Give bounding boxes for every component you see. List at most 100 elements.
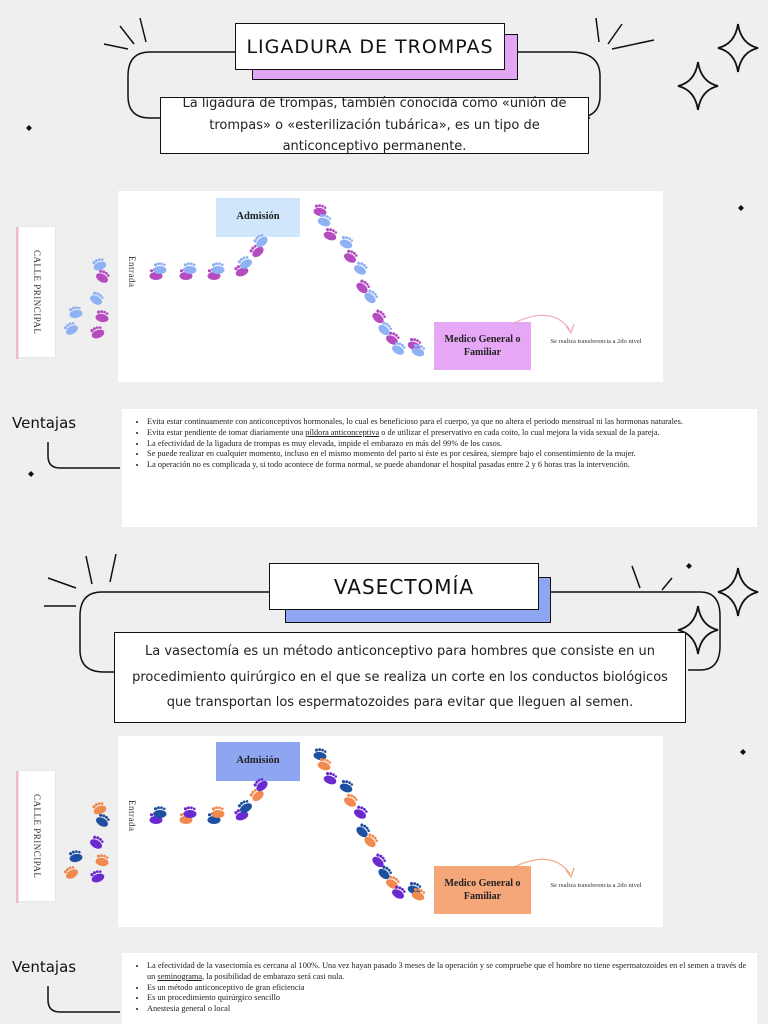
footprint-icon — [69, 850, 83, 863]
footprint-icon — [317, 757, 332, 771]
footprint-icon — [69, 306, 83, 319]
advantage-item: La efectividad de la vasectomía es cerca… — [147, 961, 749, 983]
footprint-icon — [92, 802, 107, 815]
main-street-label: CALLE PRINCIPAL — [32, 793, 42, 879]
entrance-label-text: Entrada — [127, 800, 137, 832]
advantage-item: Evita estar pendiente de tomar diariamen… — [147, 428, 749, 439]
advantage-text: Evita estar pendiente de tomar diariamen… — [147, 427, 306, 437]
footprint-icon — [253, 233, 268, 248]
transfer-note: Se realiza transferencia a 2do nivel — [550, 882, 642, 890]
route-diagram-panel — [118, 736, 663, 927]
doctor-label: Medico General o Familiar — [444, 333, 521, 359]
footprint-icon — [90, 291, 104, 305]
entrance-label: Entrada — [127, 256, 137, 292]
advantage-text: La efectividad de la vasectomía es cerca… — [147, 961, 747, 981]
footprint-icon — [386, 875, 400, 889]
footprint-icon — [96, 813, 110, 827]
footprint-icon — [153, 806, 167, 818]
footprint-icon — [183, 806, 197, 818]
footprint-icon — [356, 823, 370, 838]
footprint-icon — [323, 771, 338, 785]
footprint-icon — [63, 322, 78, 335]
footprint-icon — [153, 262, 167, 274]
advantage-item: La efectividad de la ligadura de trompas… — [147, 439, 749, 450]
entrance-label-text: Entrada — [127, 256, 137, 288]
footprint-icon — [411, 887, 426, 901]
main-street-label: CALLE PRINCIPAL — [32, 249, 42, 335]
advantage-link[interactable]: píldora anticonceptiva — [305, 427, 380, 437]
transfer-note: Se realiza transferencia a 2do nivel — [550, 338, 642, 346]
street-accent — [16, 771, 19, 903]
section-title-text: LIGADURA DE TROMPAS — [246, 35, 494, 58]
footprint-icon — [344, 249, 358, 263]
footprint-icon — [356, 279, 370, 294]
footprint-icon — [95, 854, 109, 867]
advantage-item: Evita estar continuamente con anticoncep… — [147, 417, 749, 428]
footprint-icon — [317, 213, 332, 227]
footprint-icon — [90, 835, 104, 849]
section-description: La ligadura de trompas, también conocida… — [160, 96, 589, 154]
footprint-icon — [392, 885, 406, 899]
route-diagram-panel — [118, 191, 663, 382]
main-street-sign: CALLE PRINCIPAL — [19, 771, 55, 901]
footprint-icon — [364, 289, 378, 304]
transfer-note-text: Se realiza transferencia a 2do nivel — [550, 338, 642, 345]
transfer-note-text: Se realiza transferencia a 2do nivel — [550, 882, 642, 889]
section-title: LIGADURA DE TROMPAS — [235, 23, 505, 70]
footprint-icon — [313, 748, 327, 761]
footprint-icon — [211, 806, 225, 818]
footprint-icon — [95, 310, 109, 323]
advantage-item: La operación no es complicada y, si todo… — [147, 460, 749, 471]
footprint-icon — [323, 227, 338, 241]
footprint-icon — [237, 800, 252, 813]
advantage-text: , la posibilidad de embarazo será casi n… — [202, 971, 345, 981]
footprint-icon — [92, 258, 107, 271]
advantage-link[interactable]: seminograma — [157, 971, 203, 981]
footprint-icon — [237, 256, 252, 269]
footprint-icon — [344, 793, 358, 807]
advantage-item: Es un procedimiento quirúrgico sencillo — [147, 993, 749, 1004]
advantages-label-text: Ventajas — [12, 414, 77, 432]
footprint-icon — [378, 321, 392, 336]
footprint-icon — [63, 866, 78, 879]
footprint-icon — [253, 777, 268, 792]
footprint-icon — [90, 326, 105, 339]
doctor-box: Medico General o Familiar — [434, 322, 531, 370]
footprint-icon — [392, 341, 406, 355]
advantages-list: La efectividad de la vasectomía es cerca… — [122, 953, 757, 1015]
advantages-list: Evita estar continuamente con anticoncep… — [122, 409, 757, 471]
admission-box: Admisión — [216, 198, 300, 237]
section-description: La vasectomía es un método anticonceptiv… — [114, 632, 686, 723]
footprint-icon — [411, 343, 426, 357]
main-street-sign: CALLE PRINCIPAL — [19, 227, 55, 357]
footprint-icon — [211, 262, 225, 274]
advantages-box: La efectividad de la vasectomía es cerca… — [122, 953, 757, 1024]
advantage-item: Es un método anticonceptivo de gran efic… — [147, 983, 749, 994]
admission-label: Admisión — [236, 211, 280, 223]
footprint-icon — [339, 779, 354, 793]
advantages-label: Ventajas — [12, 414, 76, 432]
footprint-icon — [372, 853, 386, 868]
advantages-box: Evita estar continuamente con anticoncep… — [122, 409, 757, 527]
street-accent — [16, 227, 19, 359]
footprint-icon — [372, 309, 386, 324]
section-title: VASECTOMÍA — [269, 563, 539, 610]
admission-box: Admisión — [216, 742, 300, 781]
footprint-icon — [339, 235, 354, 249]
advantage-item: Anestesia general o local — [147, 1004, 749, 1015]
advantages-label: Ventajas — [12, 958, 76, 976]
footprint-icon — [354, 261, 368, 275]
footprint-icon — [313, 204, 327, 217]
doctor-label: Medico General o Familiar — [444, 877, 521, 903]
footprint-icon — [364, 833, 378, 848]
advantage-item: Se puede realizar en cualquier momento, … — [147, 449, 749, 460]
section-title-text: VASECTOMÍA — [333, 574, 475, 599]
footprint-icon — [183, 262, 197, 274]
footprint-icon — [90, 870, 105, 883]
doctor-box: Medico General o Familiar — [434, 866, 531, 914]
footprint-icon — [354, 805, 368, 819]
